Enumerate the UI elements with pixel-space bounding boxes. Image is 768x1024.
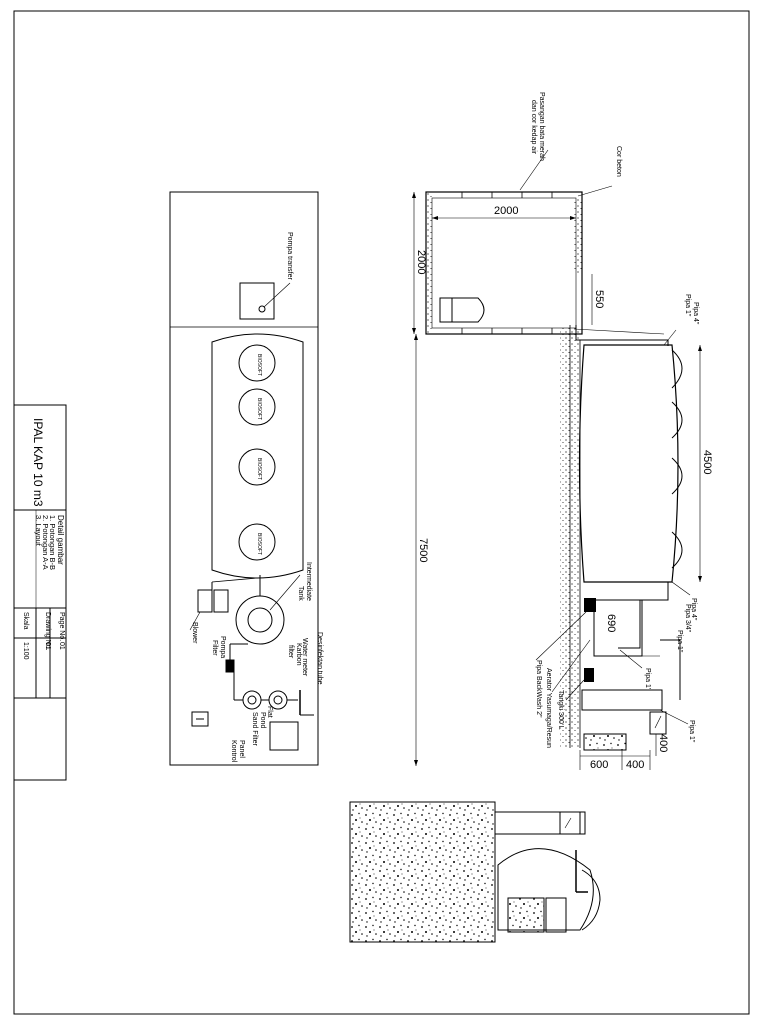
dim-7500: 7500 (417, 538, 429, 562)
blower-unit-1 (197, 589, 213, 613)
dim-2000-side: 2000 (415, 250, 427, 274)
submersible-pump (439, 297, 485, 323)
section-view: 2000 2000 550 7500 Pasangan bata merah d… (412, 92, 713, 771)
pasangan-label-2: dan cor kedap air (530, 100, 537, 155)
drawing-value: 01 (44, 642, 51, 650)
pond-label: Pond (259, 712, 266, 728)
tank-manholes (671, 349, 683, 569)
karbon-label-2: filter (287, 645, 294, 659)
detail-item-2: 2. Potongan A-A (41, 515, 50, 570)
dim-400-h: 400 (626, 759, 644, 771)
water-meter-label: Water meter (301, 638, 308, 677)
pompa-filter (225, 659, 235, 673)
cor-beton-label: Cor beton (615, 146, 622, 177)
pipa-4-top-label: Pipa 4" (692, 302, 699, 325)
flat-tank (269, 721, 299, 751)
page-label: Page No. (58, 612, 65, 641)
biosoft-tank (211, 333, 304, 579)
intermediate-label-1: Intermediate (305, 562, 312, 601)
dim-400-v: 400 (657, 734, 669, 752)
tangki-300l (593, 599, 643, 657)
dim-2000-top: 2000 (494, 205, 518, 217)
pipa-34-label: Pipa 3/4" (684, 604, 691, 633)
pipa-1-bottom-label: Pipa 1" (688, 720, 695, 743)
pasangan-label-1: Pasangan bata merah (538, 92, 545, 161)
panel-kontrol (191, 711, 209, 727)
pipa-4-bottom-label: Pipa 4" (690, 598, 697, 621)
desinfektan-label: Desinfektan tube (316, 632, 323, 685)
dim-600: 600 (590, 759, 608, 771)
intermediate-label-2: Tank (297, 586, 304, 601)
pompa-filter-label-1: Pompa (219, 636, 226, 658)
pipa-1-low-label: Pipa 1" (644, 668, 651, 691)
dim-550: 550 (593, 290, 605, 308)
tangki-label: Tangki 300 L (557, 690, 564, 730)
page-value: 01 (58, 642, 65, 650)
layout-plan: Pompa transfer BIOSOFT BIOSOFT BIOSOFT B… (169, 191, 323, 766)
pompa-filter-label-2: Filter (211, 640, 218, 656)
foundation (583, 733, 627, 751)
concrete-block (349, 801, 496, 943)
scale-value: 1:100 (22, 642, 29, 660)
tank-end-view (497, 848, 594, 931)
biosoft-label-3: BIOSOFT (256, 458, 262, 480)
title-block: IPAL KAP 10 m3 Detail gambar 1. Potongan… (13, 404, 67, 781)
sand-filter (242, 690, 262, 710)
pump-transfer-box (239, 282, 275, 320)
pump-transfer-label: Pompa transfer (286, 232, 293, 281)
biosoft-label-1: BIOSOFT (256, 354, 262, 376)
drawing-label: Drawing No. (44, 612, 51, 651)
biosoft-label-2: BIOSOFT (256, 398, 262, 420)
intermediate-tank (235, 595, 285, 645)
biosoft-label-4: BIOSOFT (256, 533, 262, 555)
dim-4500: 4500 (701, 450, 713, 474)
project-title: IPAL KAP 10 m3 (31, 418, 45, 507)
biosoft-units: BIOSOFT BIOSOFT BIOSOFT BIOSOFT (238, 344, 276, 561)
pipa-1-mid-label: Pipa 1" (676, 630, 683, 653)
scale-label: Skala (22, 612, 29, 630)
blower-label: Blower (191, 622, 198, 644)
flat-label: Flat (266, 706, 273, 718)
pipa-1-label: Pipa 1" (684, 294, 691, 317)
sand-filter-label: Sand Filter (251, 712, 258, 747)
panel-label-1: Panel (238, 740, 245, 758)
dim-690: 690 (605, 614, 617, 632)
panel-label-2: Kontrol (230, 740, 237, 763)
backwash-label: Pipa BackWash 2" (535, 660, 542, 718)
blower-unit-2 (213, 589, 229, 613)
biosoft-tank-section (578, 344, 679, 583)
detail-item-1: 1. Potongan B-B (48, 515, 57, 570)
detail-heading: Detail gambar (56, 515, 65, 565)
aerator-label: Aerator Yasumaga/Resun (545, 668, 552, 748)
detail-section-aa (349, 801, 601, 943)
detail-item-3: 3. Layout (34, 515, 43, 547)
karbon-label-1: Karbon (295, 643, 302, 666)
